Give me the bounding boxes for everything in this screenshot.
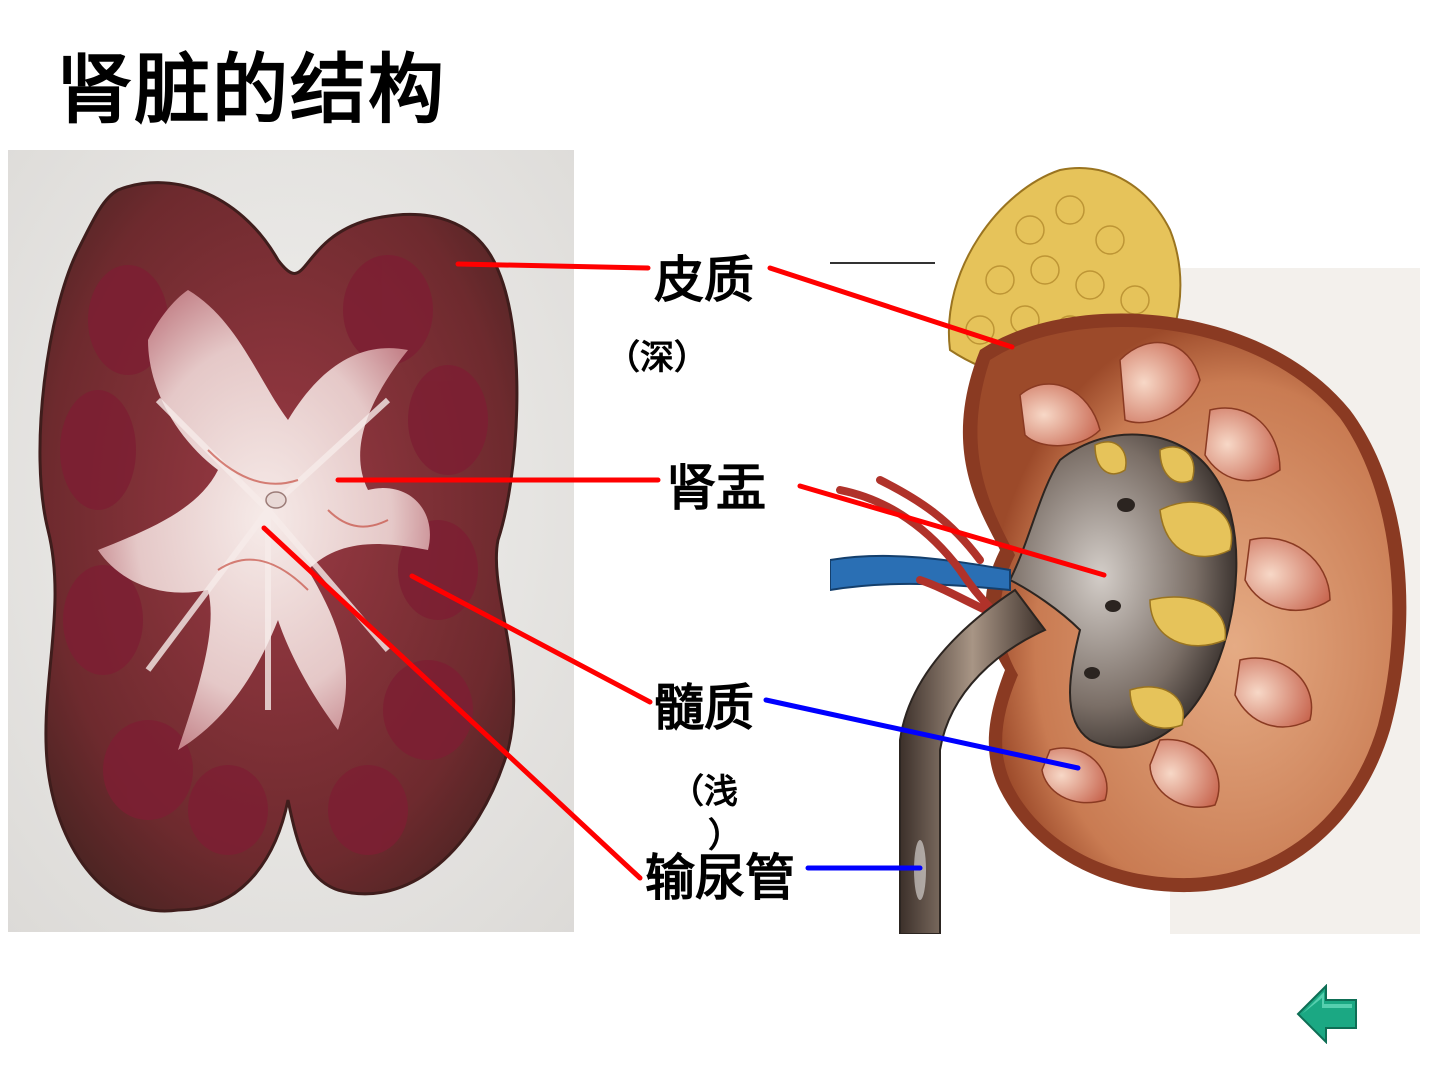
leader-cortex-right	[770, 268, 1012, 347]
leader-pelvis-right	[800, 486, 1104, 575]
back-arrow-icon[interactable]	[1296, 984, 1360, 1044]
leader-ureter-left	[264, 528, 640, 878]
leader-medulla-left	[412, 576, 650, 702]
leader-medulla-right	[766, 700, 1078, 768]
leader-cortex-left	[458, 264, 648, 268]
